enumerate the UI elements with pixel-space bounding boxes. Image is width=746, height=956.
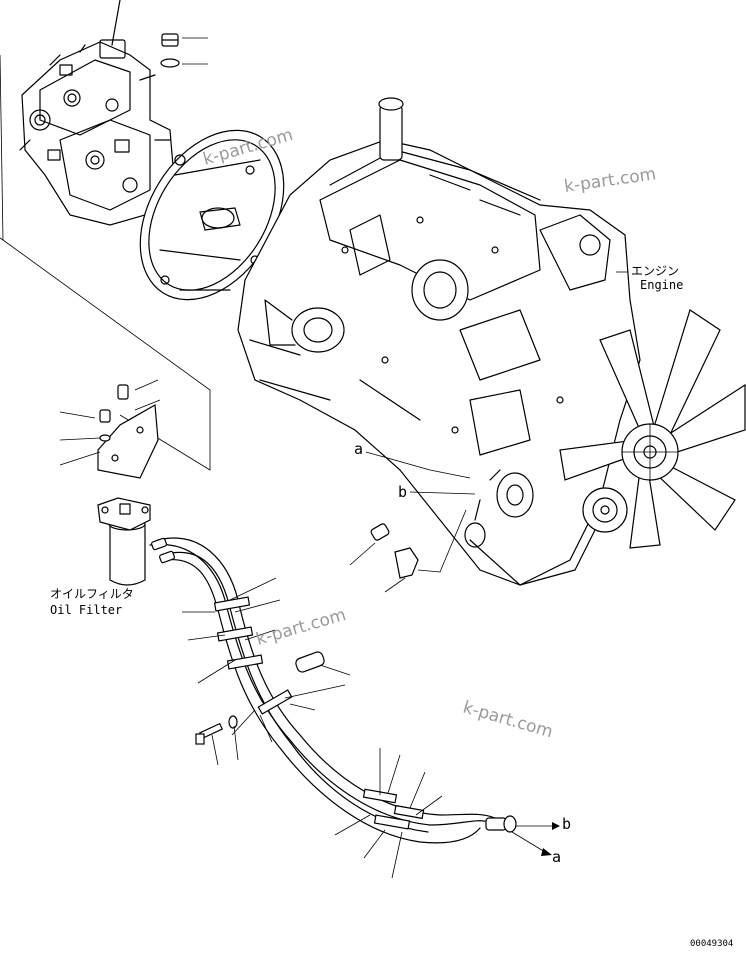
watermark: k-part.com [254,605,348,650]
engine-label-jp: エンジン [631,264,679,278]
engine-block [237,97,641,586]
watermark: k-part.com [461,698,555,743]
engine-label-en: Engine [640,278,683,292]
leader-lines [59,271,628,879]
ref-b-lower: b [562,815,571,833]
oil-filter-label-en: Oil Filter [50,603,122,617]
drain-plug [160,33,208,68]
oil-filter-label-jp: オイルフィルタ [50,587,134,601]
oil-hoses [149,537,517,844]
mounting-bolt [195,715,238,745]
ref-b-upper: b [398,483,407,501]
ref-a-upper: a [354,440,363,458]
adapter-fittings [349,509,467,593]
filter-bracket [97,384,159,479]
oil-filter [97,497,151,586]
watermark: k-part.com [563,164,657,197]
drawing-code: 00049304 [690,939,733,949]
hydraulic-pump [19,0,176,226]
assembly-bracket-line [0,54,211,471]
ref-a-lower: a [552,848,561,866]
cooling-fan [559,309,746,549]
